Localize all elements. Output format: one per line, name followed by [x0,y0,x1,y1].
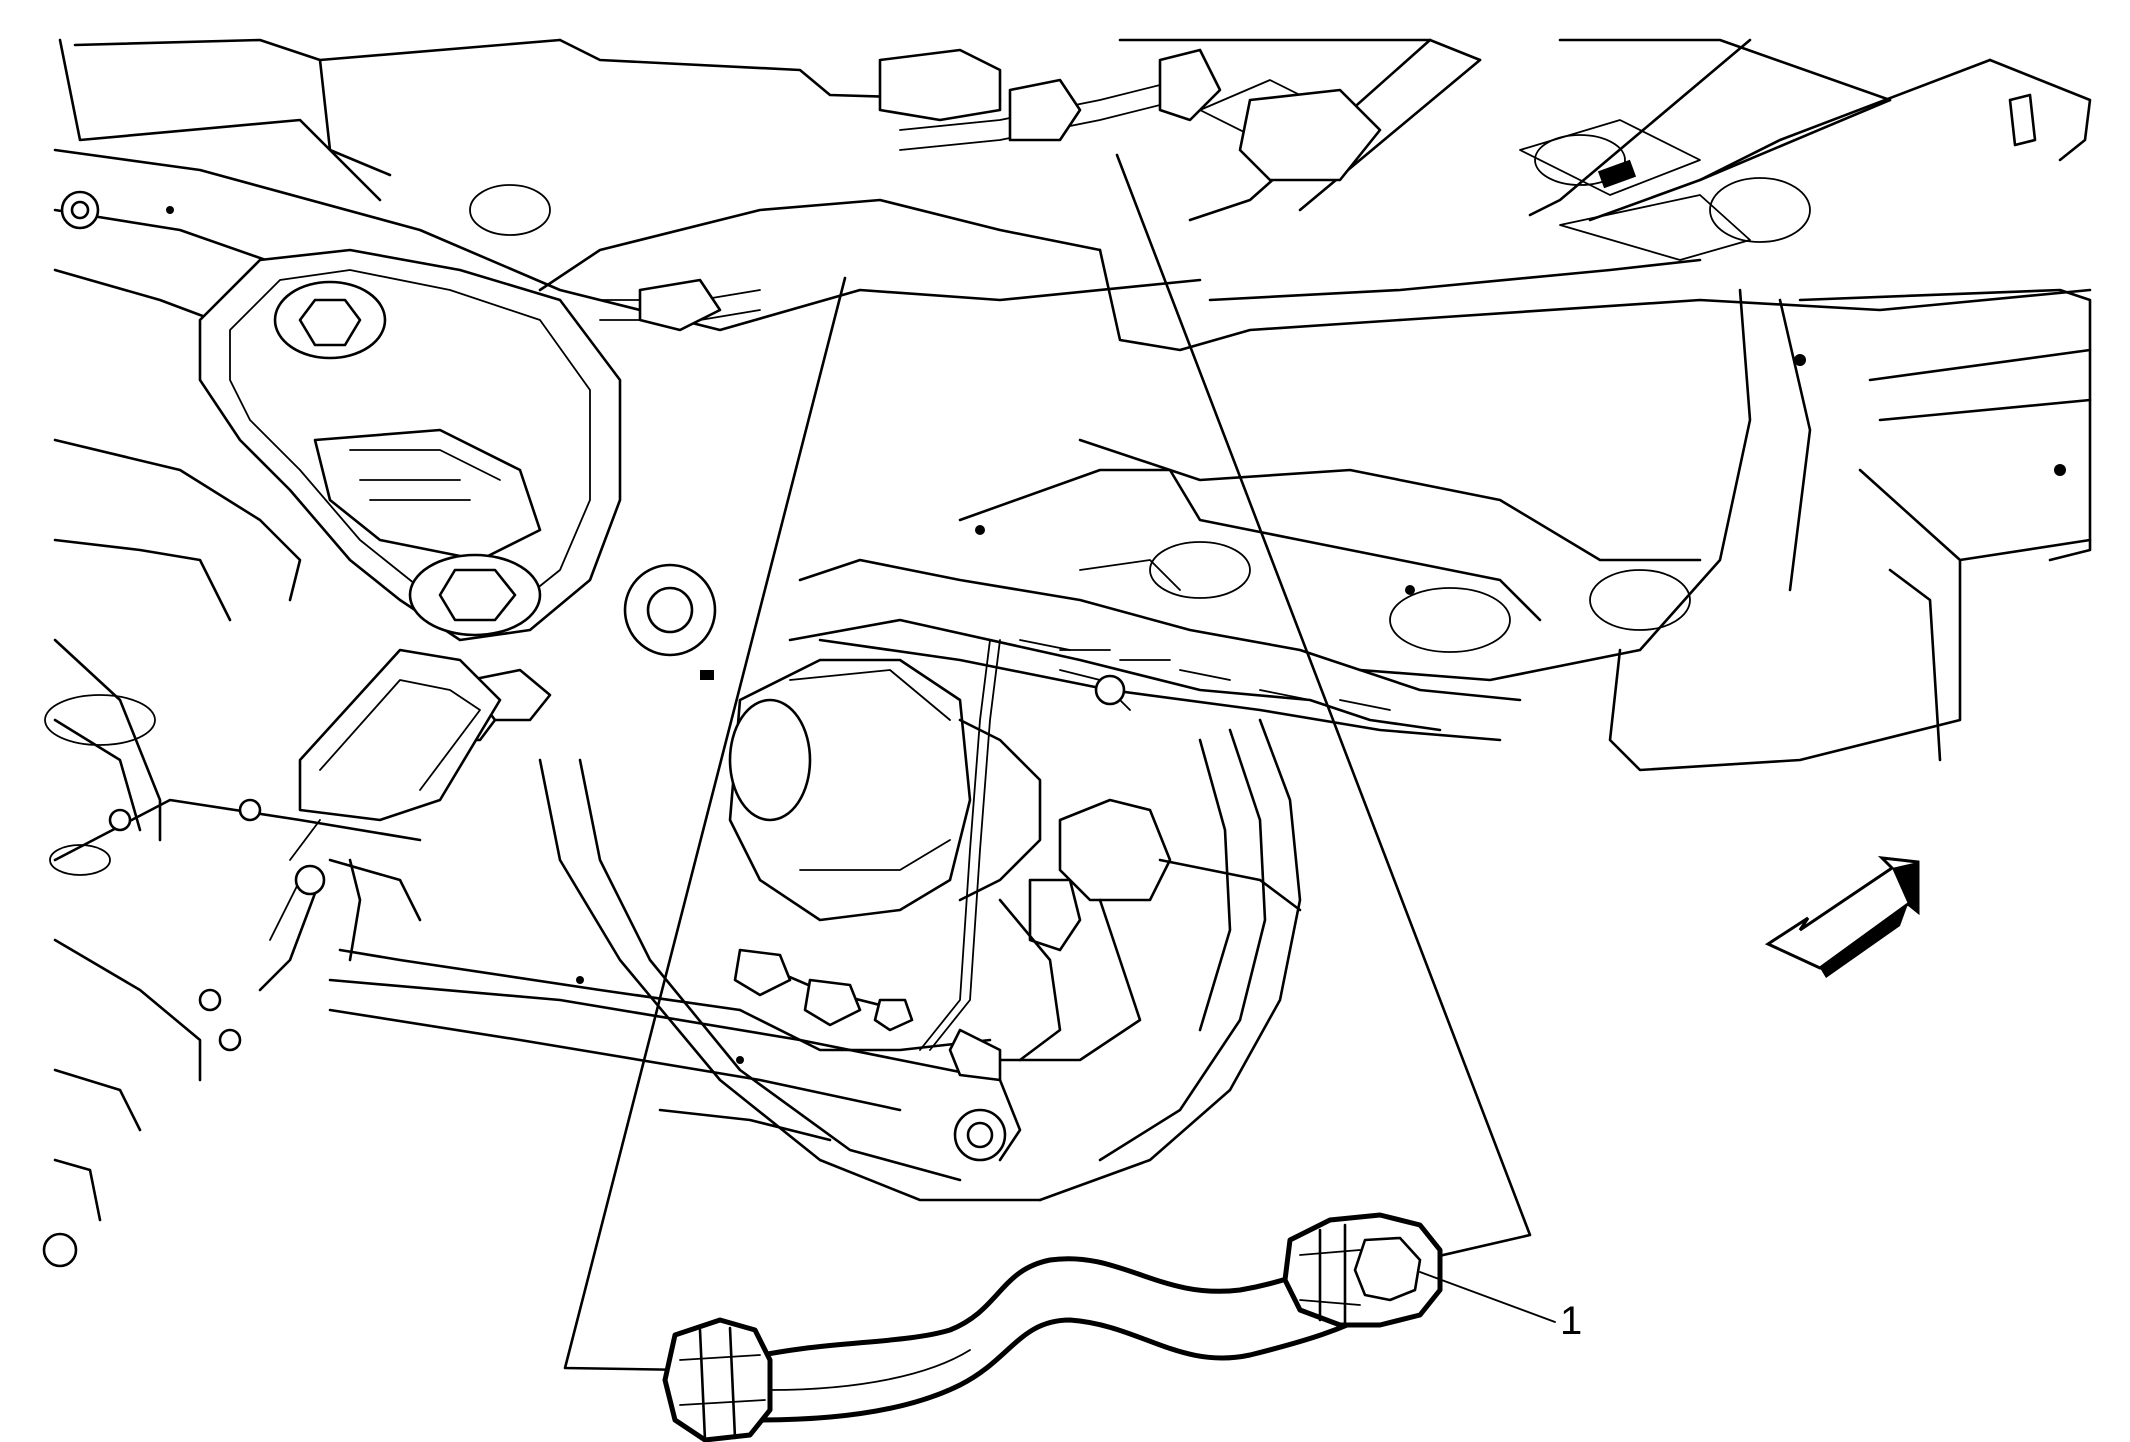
magnification-lines [563,153,1532,1372]
hose-assembly [662,1212,1443,1442]
hose-outline-bottom [757,1307,1383,1423]
direction-arrow-icon [1764,856,1920,978]
callout-label: 1 [1560,1299,1582,1343]
callout-1: 1 [1419,1271,1582,1343]
vehicle-underbody [42,38,2092,1268]
callout-leader-line [1419,1271,1556,1323]
hose-outline-top [737,1247,1363,1363]
magnifier-left-line [563,276,847,1372]
magnifier-right-line [1115,153,1532,1272]
